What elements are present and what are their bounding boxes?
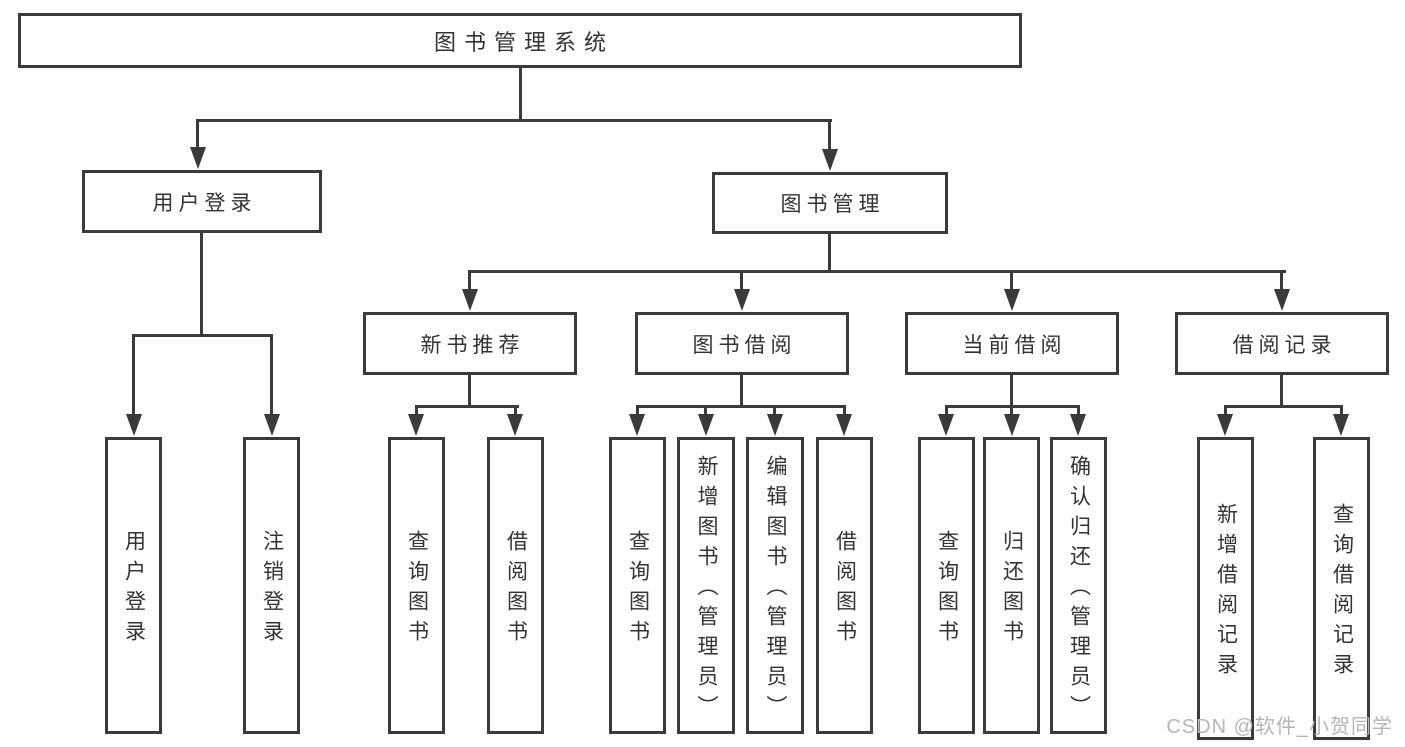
arrowhead-book-mgmt <box>822 149 838 171</box>
connector-stem-bb-add <box>704 405 707 415</box>
connector-bookmgmt-stub <box>828 234 831 272</box>
connector-borrowrecord-rail <box>1224 405 1343 408</box>
arrowhead-nb-query <box>408 414 424 436</box>
leaf-borrowing-add-books-admin: 新增图书（管理员） <box>677 437 735 734</box>
connector-userlogin-stub <box>200 233 203 336</box>
connector-stem-user-login <box>196 119 199 147</box>
connector-root-stub <box>519 68 522 122</box>
node-user-login: 用户登录 <box>82 170 322 233</box>
connector-stem-ul-logout <box>270 334 273 414</box>
connector-stem-cb-return <box>1010 405 1013 415</box>
leaf-logout: 注销登录 <box>243 437 300 734</box>
connector-stem-bb-borrow <box>843 405 846 415</box>
connector-stem-nb-borrow <box>514 405 517 415</box>
connector-bookmgmt-rail <box>468 270 1286 273</box>
connector-stem-borrow-record <box>1280 270 1283 289</box>
connector-bookborrow-rail <box>636 405 846 408</box>
arrowhead-ul-login <box>126 414 142 436</box>
arrowhead-current-borrow <box>1004 289 1020 311</box>
connector-newbook-stub <box>468 375 471 407</box>
leaf-records-add-borrow-record: 新增借阅记录 <box>1197 437 1254 740</box>
arrowhead-nb-borrow <box>507 414 523 436</box>
arrowhead-cb-query <box>938 414 954 436</box>
connector-stem-ul-login <box>132 334 135 414</box>
leaf-borrowing-edit-books-admin: 编辑图书（管理员） <box>746 437 804 734</box>
connector-stem-bb-query <box>636 405 639 415</box>
arrowhead-br-query <box>1333 414 1349 436</box>
connector-currentborrow-stub <box>1010 375 1013 407</box>
connector-stem-current-borrow <box>1010 270 1013 289</box>
connector-stem-book-mgmt <box>828 119 831 149</box>
leaf-records-query-borrow-record: 查询借阅记录 <box>1313 437 1370 740</box>
leaf-current-return-books: 归还图书 <box>983 437 1040 734</box>
watermark-text: CSDN @软件_小贺同学 <box>1166 716 1393 738</box>
connector-stem-book-borrow <box>740 270 743 289</box>
leaf-current-query-books: 查询图书 <box>918 437 975 734</box>
arrowhead-cb-return <box>1004 414 1020 436</box>
connector-newbook-rail <box>415 405 519 408</box>
connector-stem-new-book <box>468 270 471 289</box>
arrowhead-user-login <box>190 147 206 169</box>
connector-stem-bb-edit <box>773 405 776 415</box>
leaf-user-login: 用户登录 <box>105 437 162 734</box>
arrowhead-br-add <box>1217 414 1233 436</box>
node-book-management: 图书管理 <box>712 172 948 234</box>
connector-stem-cb-query <box>945 405 948 415</box>
arrowhead-bb-query <box>629 414 645 436</box>
arrowhead-book-borrow <box>734 289 750 311</box>
arrowhead-bb-add <box>698 414 714 436</box>
connector-stem-br-add <box>1224 405 1227 415</box>
connector-stem-cb-confirm <box>1077 405 1080 415</box>
leaf-borrowing-query-books: 查询图书 <box>609 437 666 734</box>
connector-borrowrecord-stub <box>1280 375 1283 407</box>
arrowhead-ul-logout <box>264 414 280 436</box>
node-new-book-recommend: 新书推荐 <box>363 312 577 375</box>
leaf-newbook-borrow-books: 借阅图书 <box>487 437 544 734</box>
leaf-newbook-query-books: 查询图书 <box>388 437 445 734</box>
connector-bookborrow-stub <box>740 375 743 407</box>
leaf-borrowing-borrow-books: 借阅图书 <box>816 437 873 734</box>
node-borrow-records: 借阅记录 <box>1175 312 1389 375</box>
connector-root-rail <box>196 119 832 122</box>
node-current-borrowing: 当前借阅 <box>905 312 1119 375</box>
arrowhead-borrow-record <box>1274 289 1290 311</box>
arrowhead-cb-confirm <box>1070 414 1086 436</box>
arrowhead-new-book <box>462 289 478 311</box>
connector-stem-nb-query <box>415 405 418 415</box>
connector-userlogin-rail <box>132 334 273 337</box>
arrowhead-bb-borrow <box>836 414 852 436</box>
node-book-borrowing: 图书借阅 <box>635 312 849 375</box>
arrowhead-bb-edit <box>767 414 783 436</box>
leaf-current-confirm-return-admin: 确认归还（管理员） <box>1050 437 1107 734</box>
connector-stem-br-query <box>1340 405 1343 415</box>
node-library-system: 图书管理系统 <box>18 13 1022 68</box>
